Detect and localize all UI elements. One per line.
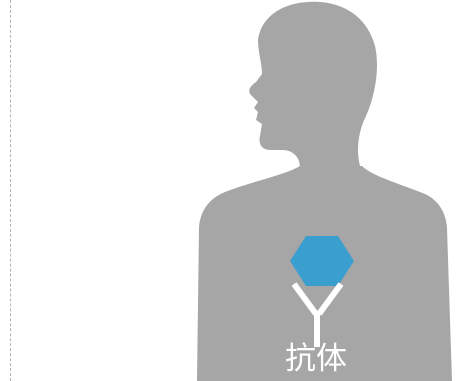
antibody-label: 抗体	[276, 339, 356, 379]
head-shape	[249, 2, 377, 182]
